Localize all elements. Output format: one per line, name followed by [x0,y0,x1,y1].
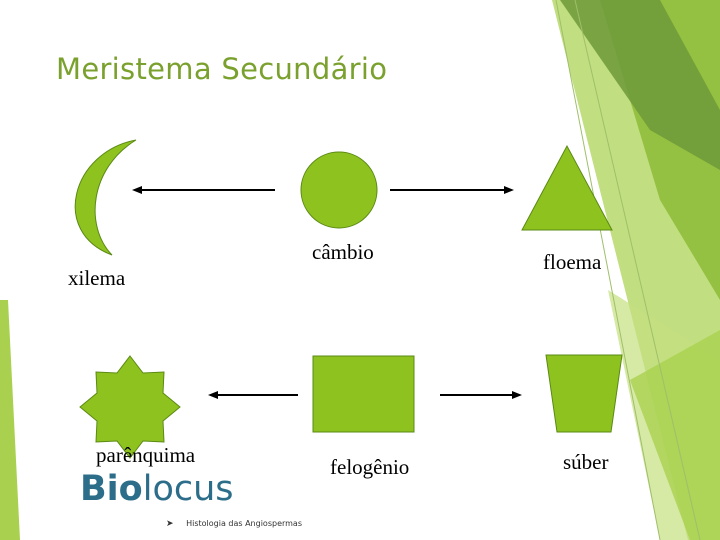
label-floema: floema [543,250,602,274]
label-xilema: xilema [68,266,126,290]
arrow-left-row1 [132,186,275,194]
star-shape [79,355,181,459]
biolocus-logo: Biolocus [80,472,234,507]
triangle-shape [521,144,613,231]
arrow-left-row2 [208,391,298,399]
logo-bio: Bio [80,469,143,509]
footer-text: Histologia das Angiospermas [186,519,303,528]
trapezoid-shape [545,354,623,433]
logo-locus: locus [142,469,234,509]
label-parenquima: parênquima [96,443,196,467]
label-felogenio: felogênio [330,455,410,479]
decor-left-strip [0,300,20,540]
circle-shape [300,151,378,229]
square-shape [312,355,415,433]
crescent-shape [74,139,137,256]
label-suber: súber [563,450,609,474]
arrow-right-row2 [440,391,522,399]
footer: ➤ Histologia das Angiospermas [166,519,302,529]
decor-right-panels [552,0,720,540]
label-cambio: câmbio [312,240,374,264]
arrow-bullet-icon: ➤ [166,519,174,529]
arrow-right-row1 [390,186,514,194]
slide-title: Meristema Secundário [56,52,388,86]
